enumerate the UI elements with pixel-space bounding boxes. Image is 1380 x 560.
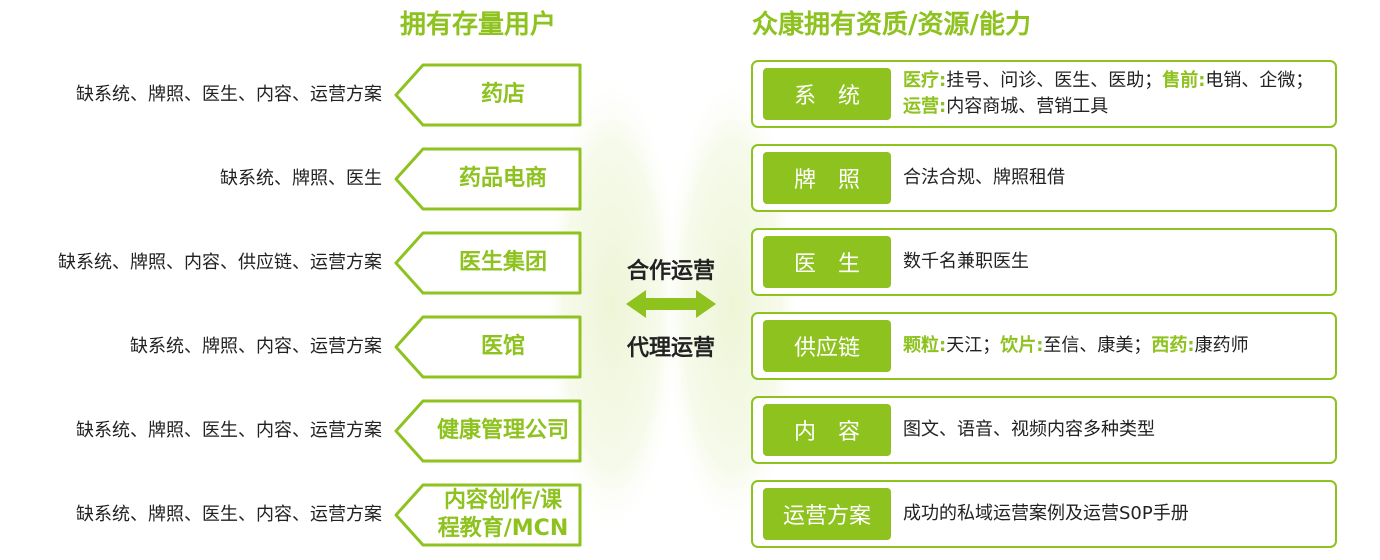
need-text: 缺系统、牌照、医生、内容、运营方案 [76,84,382,105]
capability-desc: 成功的私域运营案例及运营S0P手册 [903,482,1327,546]
category-tag: 药品电商 [393,147,583,211]
tag-shape [394,63,582,127]
left-row-drug-ecommerce: 缺系统、牌照、医生 药品电商 [0,147,590,211]
capability-chip: 运营方案 [763,488,891,540]
capability-chip: 牌 照 [763,152,891,204]
category-tag: 医生集团 [393,231,583,295]
desc-key: 颗粒: [903,335,947,356]
right-row-license: 牌 照 合法合规、牌照租借 [751,144,1337,212]
tag-label-line1: 内容创作/课 [443,488,563,513]
desc-key: 饮片: [1000,335,1044,356]
capability-chip: 供应链 [763,320,891,372]
category-tag: 健康管理公司 [393,399,583,463]
desc-line: 数千名兼职医生 [903,251,1029,272]
desc-value: 电销、企微； [1205,70,1314,91]
right-row-system: 系 统 医疗:挂号、问诊、医生、医助；售前:电销、企微； 运营:内容商城、营销工… [751,60,1337,128]
desc-value: 康药师 [1194,335,1249,356]
desc-key: 运营: [903,96,947,117]
right-row-operation-plan: 运营方案 成功的私域运营案例及运营S0P手册 [751,480,1337,548]
capability-chip: 系 统 [763,68,891,120]
desc-key: 西药: [1151,335,1195,356]
center-bottom-label: 代理运营 [626,336,715,361]
capability-desc: 医疗:挂号、问诊、医生、医助；售前:电销、企微； 运营:内容商城、营销工具 [903,62,1327,126]
need-text: 缺系统、牌照、医生、内容、运营方案 [76,420,382,441]
capability-chip: 医 生 [763,236,891,288]
tag-shape [394,483,582,547]
desc-value: 挂号、问诊、医生、医助； [946,70,1163,91]
desc-key: 售前: [1162,70,1206,91]
right-row-doctors: 医 生 数千名兼职医生 [751,228,1337,296]
tag-shape [394,399,582,463]
left-row-content-creation: 缺系统、牌照、医生、内容、运营方案 内容创作/课 程教育/MCN [0,483,590,547]
left-title: 拥有存量用户 [400,10,557,40]
left-row-doctor-group: 缺系统、牌照、内容、供应链、运营方案 医生集团 [0,231,590,295]
capability-chip: 内 容 [763,404,891,456]
need-text: 缺系统、牌照、内容、运营方案 [130,336,382,357]
need-text: 缺系统、牌照、内容、供应链、运营方案 [58,252,382,273]
tag-label: 药品电商 [458,166,547,191]
left-row-clinic: 缺系统、牌照、内容、运营方案 医馆 [0,315,590,379]
capability-desc: 图文、语音、视频内容多种类型 [903,398,1327,462]
capability-desc: 合法合规、牌照租借 [903,146,1327,210]
capability-desc: 数千名兼职医生 [903,230,1327,294]
desc-line: 图文、语音、视频内容多种类型 [903,419,1155,440]
tag-shape [394,315,582,379]
desc-line: 成功的私域运营案例及运营S0P手册 [903,503,1189,524]
tag-label: 健康管理公司 [436,418,569,443]
tag-label: 药店 [480,82,525,107]
need-text: 缺系统、牌照、医生、内容、运营方案 [76,504,382,525]
desc-line-1: 医疗:挂号、问诊、医生、医助；售前:电销、企微； [903,68,1327,94]
need-text: 缺系统、牌照、医生 [220,168,382,189]
desc-key: 医疗: [903,70,947,91]
tag-label: 内容创作/课 程教育/MCN [423,483,583,547]
capability-desc: 颗粒:天江；饮片:至信、康美；西药:康药师 [903,314,1327,378]
double-arrow-icon [626,290,716,318]
desc-line-2: 运营:内容商城、营销工具 [903,94,1327,120]
right-row-content: 内 容 图文、语音、视频内容多种类型 [751,396,1337,464]
center-top-label: 合作运营 [626,259,715,284]
tag-label: 医馆 [480,334,525,359]
category-tag: 药店 [393,63,583,127]
tag-shape [394,231,582,295]
right-row-supply-chain: 供应链 颗粒:天江；饮片:至信、康美；西药:康药师 [751,312,1337,380]
category-tag: 医馆 [393,315,583,379]
desc-line: 合法合规、牌照租借 [903,167,1065,188]
desc-value: 至信、康美； [1043,335,1152,356]
right-title: 众康拥有资质/资源/能力 [752,10,1031,40]
desc-value: 内容商城、营销工具 [946,96,1109,117]
left-row-health-management: 缺系统、牌照、医生、内容、运营方案 健康管理公司 [0,399,590,463]
category-tag: 内容创作/课 程教育/MCN [393,483,583,547]
tag-shape [394,147,582,211]
tag-label: 医生集团 [458,250,547,275]
left-row-pharmacy: 缺系统、牌照、医生、内容、运营方案 药店 [0,63,590,127]
desc-value: 天江； [946,335,1001,356]
desc-line: 颗粒:天江；饮片:至信、康美；西药:康药师 [903,333,1327,359]
tag-label-line2: 程教育/MCN [437,516,569,541]
